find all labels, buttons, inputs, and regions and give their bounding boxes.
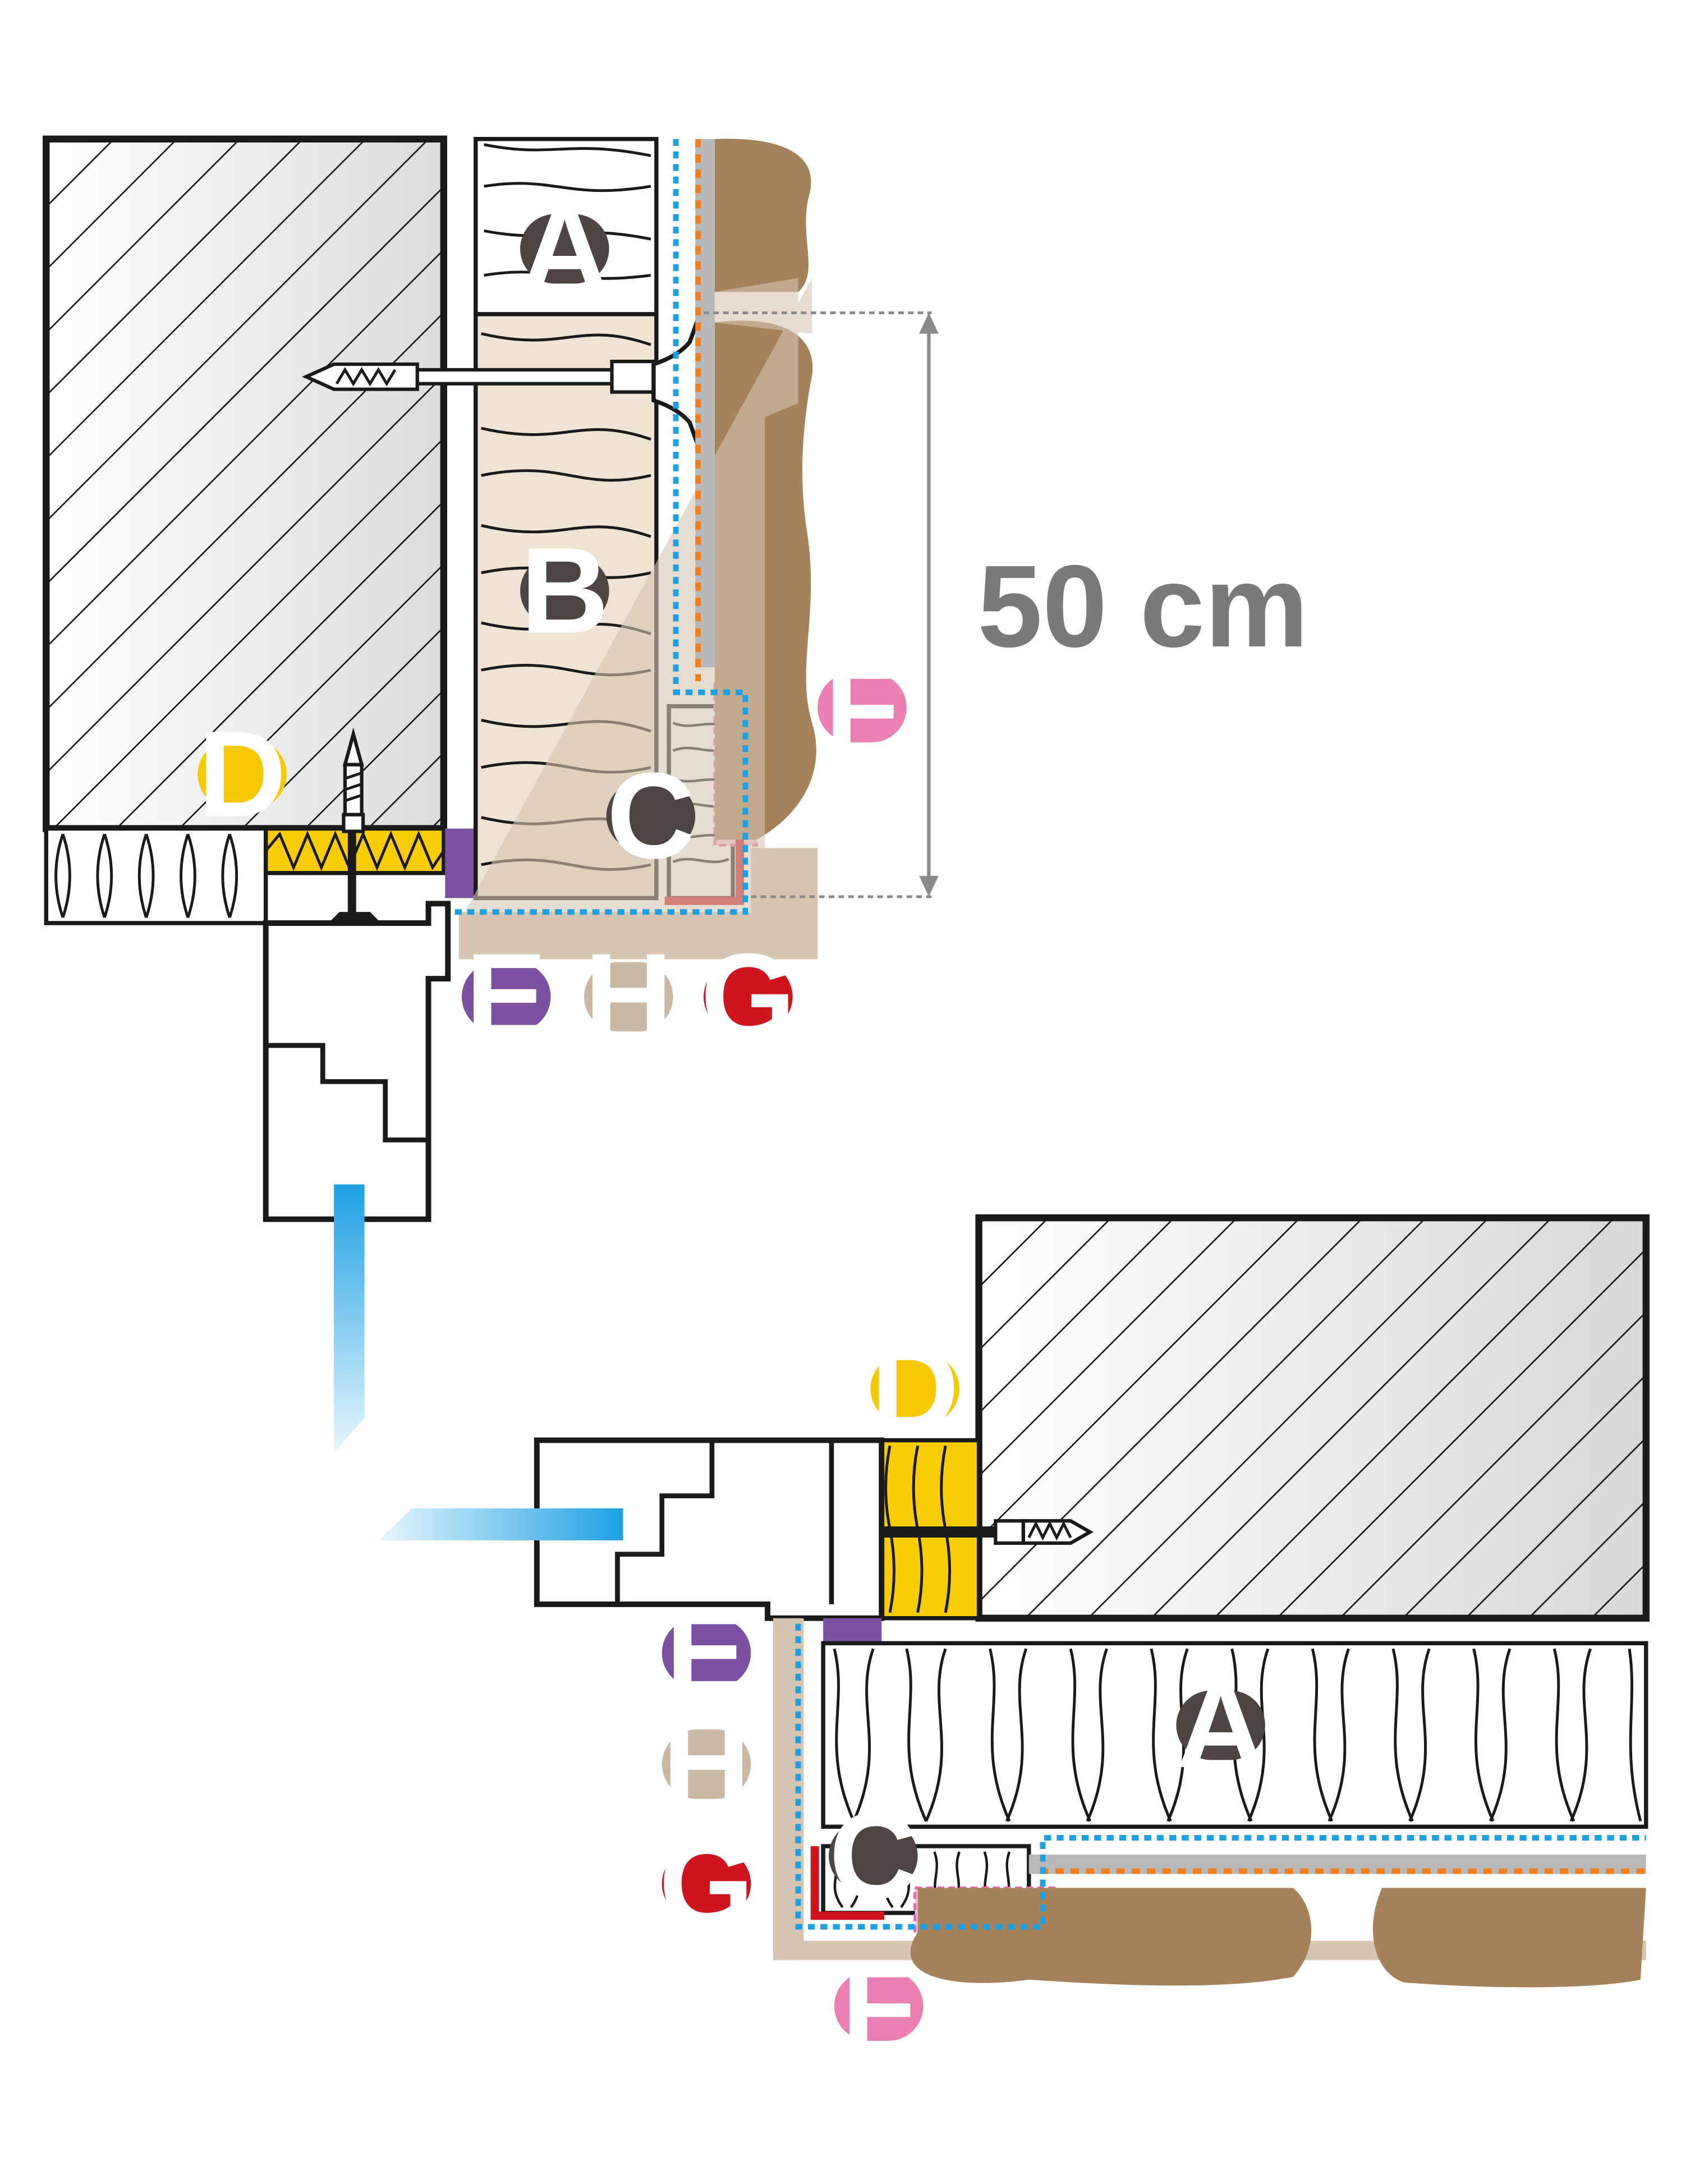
svg-text:H: H: [585, 929, 673, 1065]
seal-strip-bottom: [823, 1618, 882, 1644]
label-a-bottom: A: [1176, 1657, 1265, 1793]
svg-text:F: F: [825, 639, 899, 776]
soil-bottom: [910, 1888, 1646, 1988]
sealing-strip-g-bottom: [810, 1846, 885, 1920]
svg-text:C: C: [829, 1788, 917, 1924]
label-h-bottom: H: [662, 1696, 751, 1832]
window-frame-top: [263, 901, 451, 1222]
label-b: B: [520, 522, 609, 659]
screw-icon: [342, 727, 365, 918]
vertical-section: 50 cm A B C D F E H: [43, 135, 1308, 1453]
svg-text:G: G: [701, 929, 796, 1065]
svg-text:B: B: [521, 522, 609, 659]
svg-text:E: E: [665, 1585, 747, 1721]
label-a-top: A: [520, 181, 609, 317]
concrete-wall-bottom: [975, 1214, 1650, 1622]
membrane-blue-top: [453, 139, 748, 915]
label-f-top: F: [817, 639, 907, 776]
label-g-top: G: [701, 929, 796, 1065]
screw-icon: [834, 1504, 1094, 1560]
insulation-anchor-icon: [302, 309, 709, 456]
label-h-top: H: [584, 929, 673, 1065]
dimension-50cm: 50 cm: [704, 311, 1308, 898]
seal-strip-top: [445, 828, 476, 898]
label-d-bottom: D: [870, 1320, 959, 1457]
svg-text:G: G: [659, 1815, 754, 1952]
horizontal-section: D A C E H G F: [378, 1214, 1650, 2074]
membrane-blue-bottom: [795, 1623, 1646, 1930]
svg-text:D: D: [198, 706, 286, 842]
concrete-wall-top: [43, 135, 448, 832]
dimension-label: 50 cm: [977, 542, 1308, 672]
label-e-bottom: E: [662, 1585, 751, 1721]
svg-text:C: C: [607, 748, 695, 884]
window-frame-bottom: [534, 1437, 885, 1621]
svg-text:A: A: [521, 181, 609, 317]
floor-insulation-top: [44, 826, 268, 925]
svg-text:E: E: [466, 929, 547, 1065]
svg-text:F: F: [842, 1938, 916, 2074]
label-g-bottom: G: [659, 1815, 754, 1952]
label-d-top: D: [197, 706, 287, 842]
sand-fill-h-top: [462, 278, 818, 960]
label-f-bottom: F: [834, 1938, 924, 2074]
label-e-top: E: [462, 929, 551, 1065]
svg-text:D: D: [871, 1320, 959, 1457]
label-c-bottom: C: [829, 1788, 918, 1924]
svg-text:A: A: [1177, 1657, 1265, 1793]
water-flow-icon: [378, 1508, 623, 1540]
label-c-top: C: [606, 748, 696, 884]
svg-text:H: H: [662, 1696, 750, 1832]
water-flow-icon: [334, 1184, 365, 1453]
